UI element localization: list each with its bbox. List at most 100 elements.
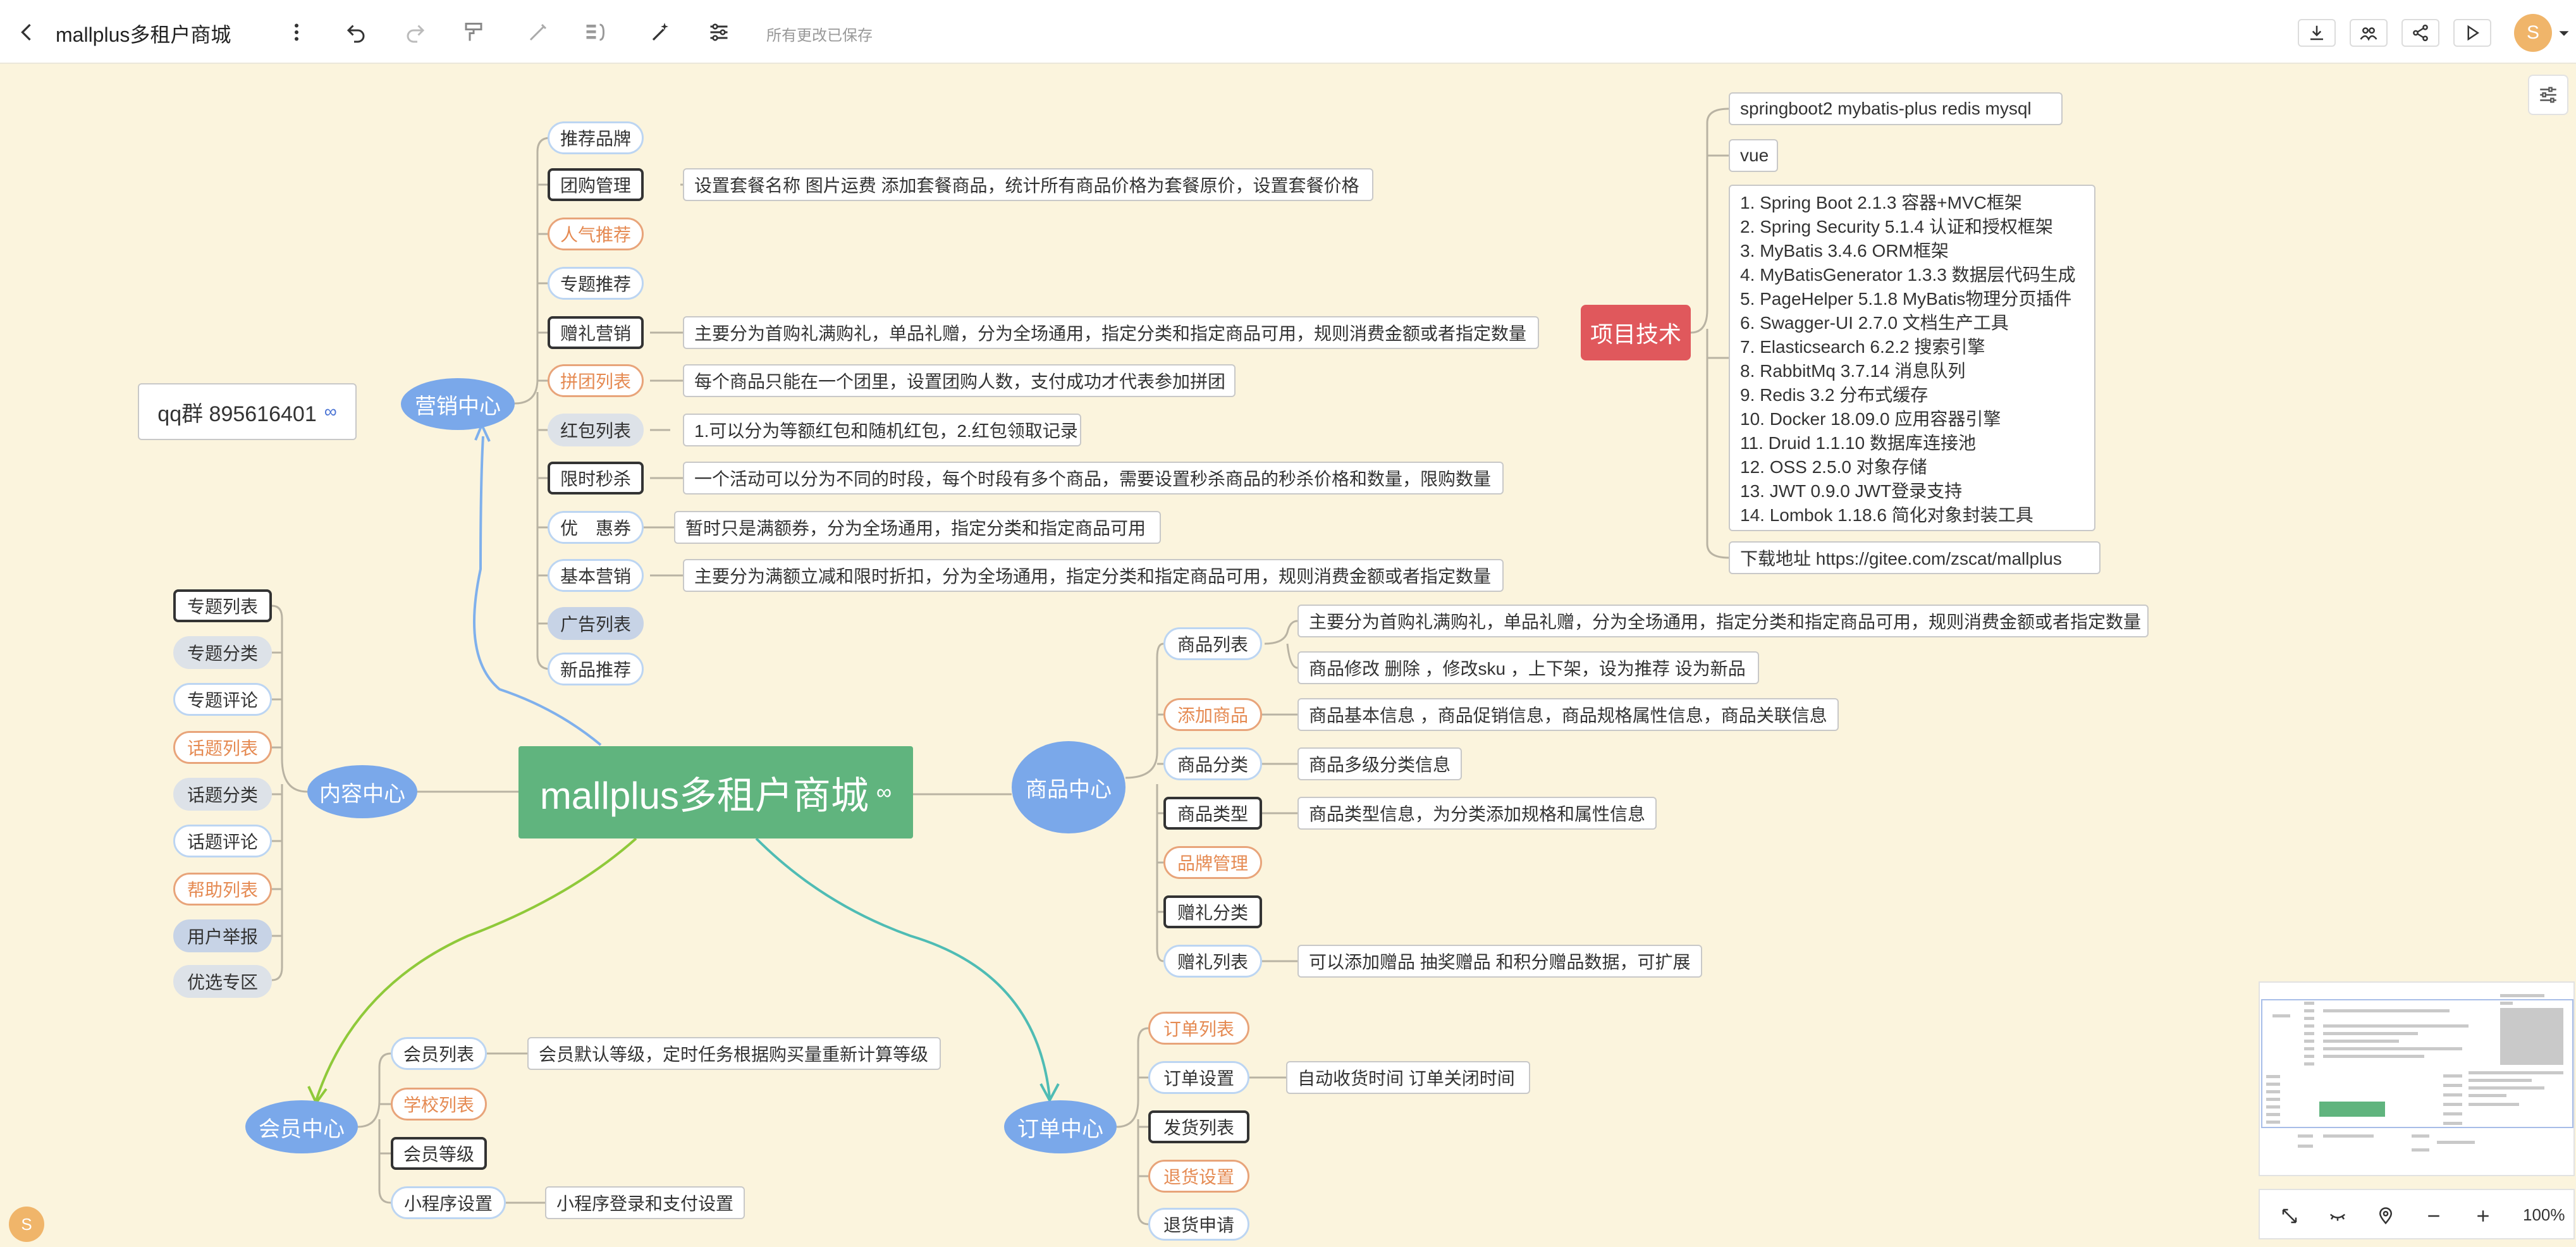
collaborator-avatar[interactable]: S <box>9 1207 44 1242</box>
share-button[interactable] <box>2401 19 2439 47</box>
minimap-viewport[interactable] <box>2261 999 2573 1128</box>
more-vertical-icon[interactable] <box>282 18 311 47</box>
goods-detail[interactable]: 商品修改 删除 ，修改sku ，上下架，设为推荐 设为新品 <box>1297 651 1759 684</box>
minimap-preview <box>2266 994 2563 1152</box>
content-item[interactable]: 优选专区 <box>173 965 272 998</box>
marketing-item[interactable]: 优 惠券 <box>548 511 644 544</box>
root-node[interactable]: mallplus多租户商城∞ <box>518 746 913 838</box>
zoom-out-icon[interactable] <box>2422 1204 2446 1228</box>
undo-icon[interactable] <box>341 18 371 47</box>
marketing-item[interactable]: 新品推荐 <box>548 653 644 685</box>
topic-tech[interactable]: 项目技术 <box>1581 305 1691 360</box>
member-detail[interactable]: 会员默认等级，定时任务根据购买量重新计算等级 <box>527 1037 941 1070</box>
tech-list-item: 11. Druid 1.1.10 数据库连接池 <box>1740 433 1976 453</box>
topic-content[interactable]: 内容中心 <box>307 765 417 818</box>
link-icon[interactable]: ∞ <box>876 780 892 804</box>
user-avatar[interactable]: S <box>2514 14 2552 52</box>
tech-download[interactable]: 下载地址 https://gitee.com/zscat/mallplus <box>1729 541 2101 574</box>
order-item[interactable]: 订单设置 <box>1148 1061 1249 1094</box>
goods-item[interactable]: 商品分类 <box>1163 747 1262 780</box>
marketing-detail[interactable]: 一个活动可以分为不同的时段，每个时段有多个商品，需要设置秒杀商品的秒杀价格和数量… <box>683 462 1504 494</box>
link-icon[interactable]: ∞ <box>324 402 337 421</box>
marketing-item[interactable]: 专题推荐 <box>548 267 644 300</box>
marketing-item[interactable]: 推荐品牌 <box>548 121 644 154</box>
member-item[interactable]: 会员等级 <box>391 1137 487 1170</box>
present-button[interactable] <box>2453 19 2491 47</box>
goods-item[interactable]: 添加商品 <box>1163 698 1262 731</box>
member-detail[interactable]: 小程序登录和支付设置 <box>545 1186 745 1219</box>
layout-icon[interactable] <box>704 18 733 47</box>
tech-list-item: 2. Spring Security 5.1.4 认证和授权框架 <box>1740 217 2053 236</box>
marketing-item[interactable]: 广告列表 <box>548 607 644 640</box>
member-item[interactable]: 小程序设置 <box>391 1186 506 1219</box>
marketing-item[interactable]: 基本营销 <box>548 559 644 592</box>
marketing-item[interactable]: 拼团列表 <box>548 364 644 397</box>
goods-detail[interactable]: 商品多级分类信息 <box>1297 747 1462 780</box>
download-button[interactable] <box>2298 19 2336 47</box>
tech-frontend[interactable]: vue <box>1729 139 1778 172</box>
location-pin-icon[interactable] <box>2374 1204 2398 1228</box>
edge-marketing-top <box>514 137 551 405</box>
topic-order[interactable]: 订单中心 <box>1004 1100 1117 1153</box>
pen-icon[interactable] <box>524 18 553 47</box>
marketing-detail[interactable]: 主要分为首购礼满购礼，单品礼赠，分为全场通用，指定分类和指定商品可用，规则消费金… <box>683 316 1539 349</box>
goods-item[interactable]: 赠礼分类 <box>1163 895 1262 928</box>
goods-item[interactable]: 商品类型 <box>1163 797 1262 830</box>
tech-stack[interactable]: springboot2 mybatis-plus redis mysql <box>1729 92 2063 125</box>
magic-wand-icon[interactable] <box>646 18 675 47</box>
topic-goods[interactable]: 商品中心 <box>1012 741 1125 833</box>
order-item[interactable]: 退货申请 <box>1148 1208 1249 1241</box>
goods-item[interactable]: 赠礼列表 <box>1163 945 1262 978</box>
collaborate-button[interactable] <box>2350 19 2388 47</box>
tech-list[interactable]: 1. Spring Boot 2.1.3 容器+MVC框架 2. Spring … <box>1729 185 2095 531</box>
content-item[interactable]: 话题列表 <box>173 731 272 764</box>
marketing-item[interactable]: 限时秒杀 <box>548 462 644 494</box>
redo-icon[interactable] <box>401 18 430 47</box>
goods-detail[interactable]: 可以添加赠品 抽奖赠品 和积分赠品数据，可扩展 <box>1297 945 1702 978</box>
save-status: 所有更改已保存 <box>766 27 873 44</box>
goods-detail[interactable]: 商品类型信息，为分类添加规格和属性信息 <box>1297 797 1657 830</box>
marketing-detail[interactable]: 设置套餐名称 图片运费 添加套餐商品，统计所有商品价格为套餐原价，设置套餐价格 <box>683 168 1373 201</box>
eye-closed-icon[interactable] <box>2326 1204 2350 1228</box>
topic-marketing[interactable]: 营销中心 <box>401 378 515 430</box>
marketing-detail[interactable]: 主要分为满额立减和限时折扣，分为全场通用，指定分类和指定商品可用，规则消费金额或… <box>683 559 1504 592</box>
content-item[interactable]: 用户举报 <box>173 919 272 952</box>
summary-icon[interactable] <box>580 18 610 47</box>
qq-group-note[interactable]: qq群 895616401∞ <box>138 383 357 440</box>
marketing-item[interactable]: 红包列表 <box>548 414 644 446</box>
content-item[interactable]: 专题评论 <box>173 683 272 716</box>
goods-detail[interactable]: 商品基本信息 ，商品促销信息，商品规格属性信息，商品关联信息 <box>1297 698 1839 731</box>
content-item[interactable]: 专题分类 <box>173 636 272 669</box>
back-icon[interactable] <box>13 18 42 47</box>
goods-detail[interactable]: 主要分为首购礼满购礼，单品礼赠，分为全场通用，指定分类和指定商品可用，规则消费金… <box>1297 605 2149 637</box>
marketing-item[interactable]: 团购管理 <box>548 168 644 201</box>
order-item[interactable]: 订单列表 <box>1148 1012 1249 1045</box>
zoom-level[interactable]: 100% <box>2523 1205 2565 1224</box>
document-title[interactable]: mallplus多租户商城 <box>56 23 231 46</box>
goods-item[interactable]: 商品列表 <box>1163 627 1262 660</box>
content-item[interactable]: 话题评论 <box>173 825 272 857</box>
order-detail[interactable]: 自动收货时间 订单关闭时间 <box>1286 1061 1530 1094</box>
marketing-detail[interactable]: 暂时只是满额券，分为全场通用，指定分类和指定商品可用 <box>674 511 1161 544</box>
content-item[interactable]: 帮助列表 <box>173 873 272 906</box>
settings-sliders-icon[interactable] <box>2528 75 2568 115</box>
marketing-detail[interactable]: 1.可以分为等额红包和随机红包，2.红包领取记录 <box>683 414 1081 446</box>
fit-screen-icon[interactable] <box>2278 1204 2302 1228</box>
content-item[interactable]: 话题分类 <box>173 778 272 811</box>
topic-member[interactable]: 会员中心 <box>245 1100 358 1153</box>
top-toolbar: mallplus多租户商城 所有更改已保存 S <box>0 0 2576 64</box>
member-item[interactable]: 学校列表 <box>391 1088 487 1121</box>
format-painter-icon[interactable] <box>459 18 488 47</box>
chevron-down-icon[interactable] <box>2555 19 2573 48</box>
member-item[interactable]: 会员列表 <box>391 1037 487 1070</box>
marketing-item[interactable]: 赠礼营销 <box>548 316 644 349</box>
tech-list-item: 4. MyBatisGenerator 1.3.3 数据层代码生成 <box>1740 265 2076 285</box>
goods-item[interactable]: 品牌管理 <box>1163 846 1262 879</box>
marketing-item[interactable]: 人气推荐 <box>548 218 644 250</box>
order-item[interactable]: 发货列表 <box>1148 1110 1249 1143</box>
content-item[interactable]: 专题列表 <box>173 589 272 622</box>
marketing-detail[interactable]: 每个商品只能在一个团里，设置团购人数，支付成功才代表参加拼团 <box>683 364 1236 397</box>
zoom-in-icon[interactable] <box>2471 1204 2495 1228</box>
order-item[interactable]: 退货设置 <box>1148 1160 1249 1193</box>
minimap[interactable] <box>2259 981 2575 1176</box>
